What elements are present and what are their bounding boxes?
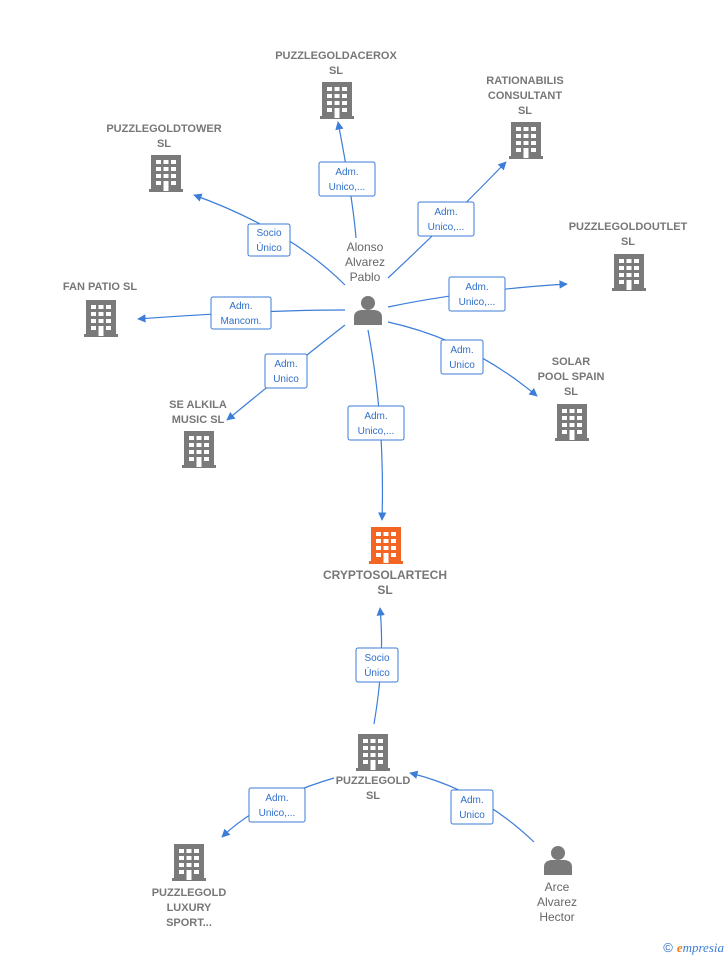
building-icon <box>555 404 589 441</box>
person-icon <box>544 846 572 875</box>
relation-label[interactable]: Adm.Unico <box>450 789 494 825</box>
relation-text: Adm.Unico,... <box>358 411 395 437</box>
building-icon <box>149 155 183 192</box>
relation-text: Adm.Unico,... <box>428 207 465 233</box>
relation-text: Adm.Unico,... <box>259 793 296 819</box>
empresia-logo[interactable]: ©empresia <box>663 940 724 956</box>
building-icon <box>612 254 646 291</box>
person-icon <box>354 296 382 325</box>
relation-text: Adm.Unico <box>273 359 299 385</box>
building-icon <box>172 844 206 881</box>
relation-text: Adm.Mancom. <box>220 301 261 327</box>
node-fanpatio[interactable]: FAN PATIO SL <box>63 281 137 337</box>
building-icon <box>509 122 543 159</box>
relation-text: Adm.Unico <box>449 345 475 371</box>
relation-label[interactable]: Adm.Unico,... <box>417 201 475 237</box>
building-icon <box>84 300 118 337</box>
brand-name: mpresia <box>682 940 724 955</box>
relation-label[interactable]: Adm.Unico <box>264 353 308 389</box>
relation-label[interactable]: Adm.Unico <box>440 339 484 375</box>
relation-text: Adm.Unico,... <box>329 167 366 193</box>
node-label: FAN PATIO SL <box>63 281 137 293</box>
edges-layer <box>137 121 568 843</box>
relation-label[interactable]: Adm.Unico,... <box>248 787 306 823</box>
relation-text: Adm.Unico,... <box>459 282 496 308</box>
building-icon <box>369 527 403 564</box>
relation-text: Adm.Unico <box>459 795 485 821</box>
building-icon <box>356 734 390 771</box>
building-icon <box>182 431 216 468</box>
relation-label[interactable]: Adm.Unico,... <box>347 405 405 441</box>
relation-label[interactable]: Adm.Mancom. <box>210 296 272 330</box>
relation-label[interactable]: Adm.Unico,... <box>318 161 376 197</box>
copyright-icon: © <box>663 940 673 955</box>
brand-initial: e <box>676 940 683 955</box>
building-icon <box>320 82 354 119</box>
relation-label[interactable]: Adm.Unico,... <box>448 276 506 312</box>
